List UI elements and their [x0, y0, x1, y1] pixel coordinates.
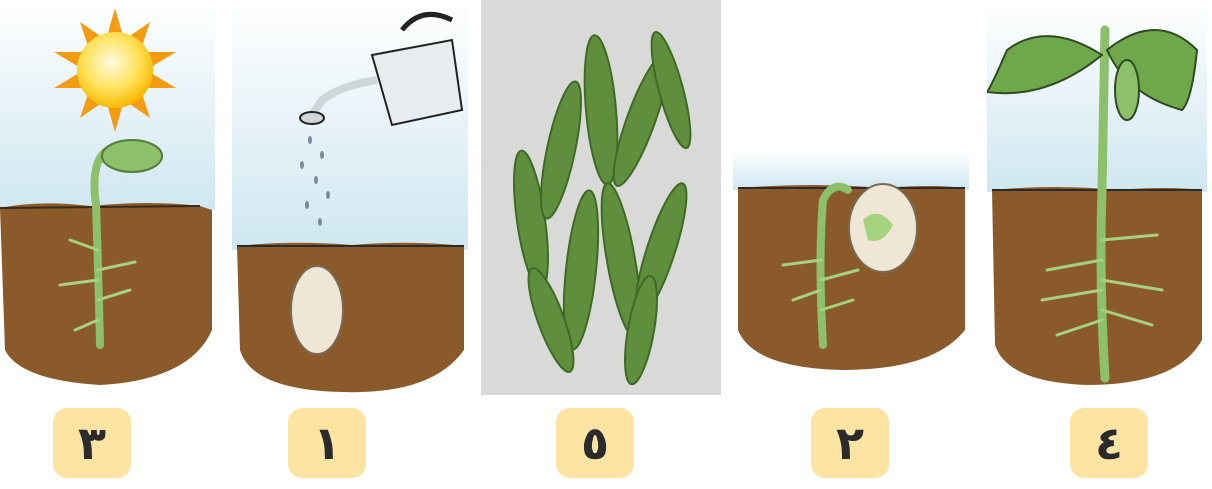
bean-seed-icon [291, 266, 343, 354]
badge-number: ٢ [811, 408, 889, 478]
badge-number: ٥ [556, 408, 634, 478]
panel-sprout-sun [0, 0, 215, 395]
badge-number: ٣ [53, 408, 131, 478]
germinating-seed-illustration [733, 0, 969, 395]
watering-seed-illustration [232, 0, 468, 395]
badge-number: ٤ [1070, 408, 1148, 478]
panel-pea-pods [481, 0, 721, 395]
young-plant-illustration [987, 0, 1207, 395]
badge-number: ١ [288, 408, 366, 478]
pea-pods-photo [481, 0, 721, 395]
panel-germinating-seed [733, 0, 969, 395]
panel-young-plant [987, 0, 1207, 395]
sprout-sun-illustration [0, 0, 215, 395]
panel-watering-seed [232, 0, 468, 395]
